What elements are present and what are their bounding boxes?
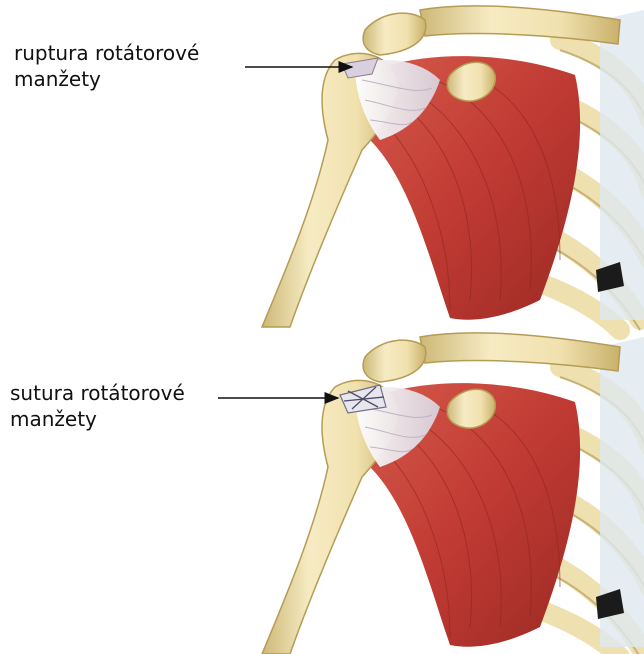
shoulder-top bbox=[245, 6, 644, 330]
suture-site bbox=[339, 384, 387, 414]
label-suture-line2: manžety bbox=[10, 407, 97, 431]
shoulder-bottom bbox=[218, 333, 644, 654]
label-rupture: ruptura rotátorové manžety bbox=[14, 40, 199, 92]
label-rupture-line2: manžety bbox=[14, 67, 101, 91]
label-rupture-line1: ruptura rotátorové bbox=[14, 41, 200, 65]
label-suture: sutura rotátorové manžety bbox=[10, 380, 185, 432]
label-suture-line1: sutura rotátorové bbox=[10, 381, 185, 405]
